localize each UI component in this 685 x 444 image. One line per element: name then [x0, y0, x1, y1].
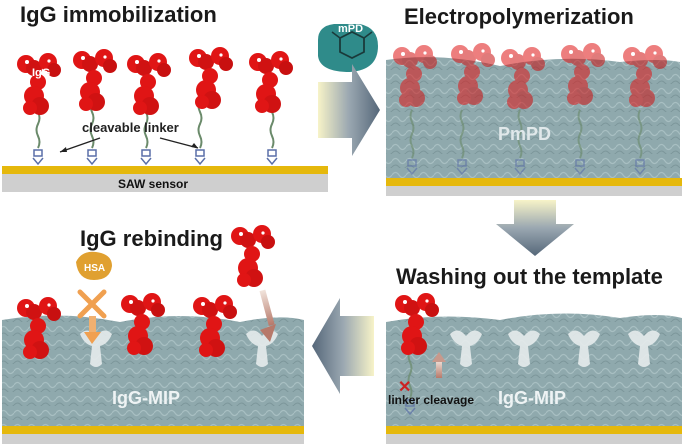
- arrow-to-washing: [496, 200, 574, 256]
- mpd-label: mPD: [338, 23, 363, 35]
- gold-layer: [2, 166, 328, 174]
- title-rebinding: IgG rebinding: [80, 226, 223, 251]
- arrow-to-rebinding: [312, 298, 374, 394]
- title-washing: Washing out the template: [396, 264, 663, 289]
- mip-label-washing: IgG-MIP: [498, 388, 566, 408]
- arrow-to-electropolymerization: [318, 64, 380, 156]
- mip-label-rebinding: IgG-MIP: [112, 388, 180, 408]
- cleavage-label: linker cleavage: [388, 393, 474, 407]
- linker-pointer-left: [59, 137, 101, 153]
- saw-sensor-label: SAW sensor: [118, 177, 188, 191]
- incoming-igg: [231, 225, 275, 287]
- title-immobilization: IgG immobilization: [20, 2, 217, 27]
- gold-layer: [386, 178, 682, 186]
- cleavage-mark: ✕: [398, 379, 411, 396]
- gold-layer: [2, 426, 304, 434]
- pmpd-label: PmPD: [498, 124, 551, 144]
- panel-rebinding: HSA IgG-MIP: [2, 225, 304, 444]
- saw-sensor: [2, 174, 328, 192]
- saw-sensor: [2, 434, 304, 444]
- mpd-monomer: mPD: [318, 23, 378, 72]
- hsa-protein: HSA: [76, 251, 112, 280]
- saw-sensor: [386, 434, 682, 444]
- mip-film: [2, 315, 304, 426]
- igg-label: IgG: [32, 67, 50, 79]
- title-electropolymerization: Electropolymerization: [404, 4, 634, 29]
- saw-sensor: [386, 186, 682, 196]
- gold-layer: [386, 426, 682, 434]
- rejection-cross: [77, 289, 107, 319]
- linker-label: cleavable linker: [82, 120, 179, 135]
- panel-electropolymerization: PmPD: [386, 43, 682, 196]
- panel-washing: ✕ linker cleavage IgG-MIP: [386, 293, 682, 444]
- hsa-label: HSA: [84, 263, 105, 274]
- mip-film: [386, 313, 682, 426]
- igg-antibodies: [17, 47, 293, 115]
- panel-immobilization: IgG cleavable linker SAW sensor: [2, 47, 328, 192]
